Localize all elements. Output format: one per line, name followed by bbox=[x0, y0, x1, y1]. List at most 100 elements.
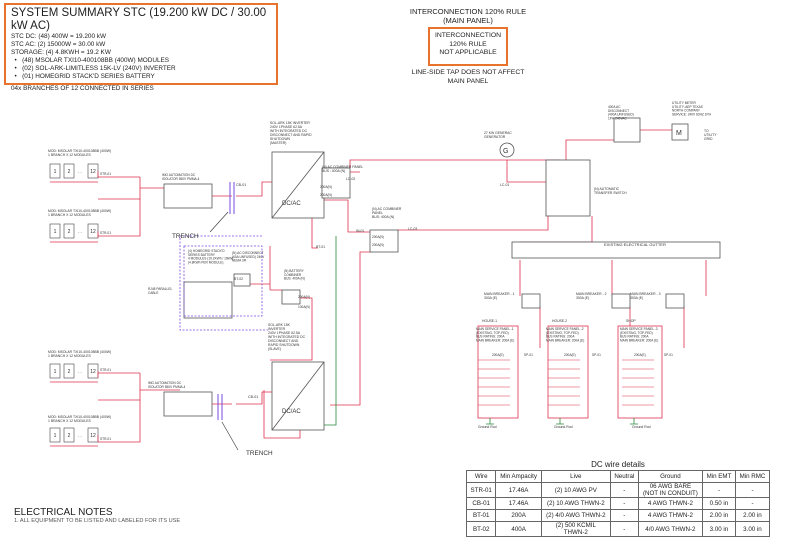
lc-02-label: LC-02 bbox=[346, 177, 355, 181]
generator-glyph: G bbox=[503, 148, 508, 155]
pv-module bbox=[63, 427, 75, 443]
pv-module-number: 1 bbox=[54, 169, 57, 175]
str-01-label-4: STR-01 bbox=[100, 437, 111, 441]
wire-table-cell: - bbox=[734, 497, 771, 510]
panel-2-amp: 200A(E) bbox=[564, 353, 576, 357]
dc-isolator-2 bbox=[163, 391, 213, 417]
panel-breakers-2 bbox=[548, 359, 580, 425]
pv-string-return bbox=[50, 371, 99, 383]
pv-module-number: 2 bbox=[68, 169, 71, 175]
ac-disconnect-box bbox=[233, 273, 251, 287]
str-01-label-2: STR-01 bbox=[100, 231, 111, 235]
main-service-panel-2 bbox=[547, 325, 589, 419]
amp-200-label-c: 200A(N) bbox=[320, 193, 332, 197]
pv-module-number: 1 bbox=[54, 433, 57, 439]
summary-bullet-text: (02) SOL-ARK-LIMITLESS 15K-LV (240V) INV… bbox=[22, 65, 176, 72]
panel-3-amp: 200A(E) bbox=[634, 353, 646, 357]
pv-module-number: 2 bbox=[68, 369, 71, 375]
pv-module-number: 2 bbox=[68, 229, 71, 235]
pv-module bbox=[63, 223, 75, 239]
trench-1-leader bbox=[209, 211, 229, 233]
ground-rod-symbol bbox=[556, 418, 564, 425]
wire-table-cell: (2) 10 AWG THWN-2 bbox=[540, 497, 611, 510]
main-service-panel-1 bbox=[477, 325, 519, 419]
wire-table-cell: 17.46A bbox=[495, 482, 542, 498]
ats-to-gutter bbox=[520, 216, 593, 243]
bt-02-label: BT-02 bbox=[234, 277, 243, 281]
pv-module bbox=[49, 163, 61, 179]
meter-glyph: M bbox=[676, 130, 682, 137]
array-4-label: MOD: MSOLAR TXI10-400108BB (400W)1 BRANC… bbox=[48, 415, 111, 423]
main-breaker-3-box bbox=[665, 293, 685, 309]
array-3-label: MOD: MSOLAR TXI10-400108BB (400W)1 BRANC… bbox=[48, 350, 111, 358]
trench-marker-2 bbox=[217, 394, 223, 420]
wire-table-cell: BT-01 bbox=[465, 509, 497, 522]
ac-combiner-panel-2 bbox=[369, 229, 399, 253]
summary-bullet: • (48) MSOLAR TXI10-400108BB (400W) MODU… bbox=[11, 57, 170, 64]
str-01-label-1: STR-01 bbox=[100, 172, 111, 176]
in-01-label: IN-01 bbox=[356, 229, 364, 233]
pv-module bbox=[63, 163, 75, 179]
pv-module-number: 1 bbox=[54, 369, 57, 375]
wire-table-title: DC wire details bbox=[591, 460, 645, 469]
wire-table-cell: 17.46A bbox=[495, 497, 542, 510]
amp-200-label-b: 200A(N) bbox=[320, 185, 332, 189]
utility-meter-box bbox=[671, 123, 689, 141]
pv-module-dots: - - bbox=[78, 169, 82, 174]
ground-rod-label-1: Ground Rod bbox=[478, 425, 497, 429]
panel-3-label: MAIN SERVICE PANEL -3(EXISTING, TOP-FED)… bbox=[620, 327, 658, 342]
pv-module-dots: - - bbox=[78, 433, 82, 438]
ground-rod-symbol bbox=[486, 418, 494, 425]
summary-bullet: • (01) HOMEGRID STACK'D SERIES BATTERY bbox=[11, 73, 155, 80]
pv-string-return bbox=[50, 435, 99, 447]
wire-table-header-cell: Neutral bbox=[609, 470, 639, 483]
dc-wire-array-2 bbox=[98, 199, 141, 237]
amp-200-label-a: 200A(N) bbox=[298, 295, 310, 299]
interconnection-title: INTERCONNECTION 120% RULE(MAIN PANEL) bbox=[409, 7, 527, 25]
pv-module-number: 12 bbox=[90, 229, 96, 235]
wire-table-cell: 4/0 AWG THWN-2 bbox=[637, 521, 704, 537]
wire-table-cell: (2) 10 AWG PV bbox=[540, 482, 611, 498]
amp-200-label-d: 200A(N) bbox=[372, 235, 384, 239]
generator-symbol bbox=[499, 142, 515, 158]
battery-stack bbox=[183, 281, 233, 319]
wire-table-cell: 4 AWG THWN-2 bbox=[637, 497, 704, 510]
inverter-master-dcac: DC/AC bbox=[282, 201, 301, 207]
summary-line: STC DC: (48) 400W = 19.200 kW bbox=[11, 33, 107, 40]
inverter-slave-diagonal bbox=[271, 361, 325, 431]
cb-01-label-1: CB-01 bbox=[236, 183, 246, 187]
lc03-wire bbox=[397, 185, 560, 231]
pv-module bbox=[49, 223, 61, 239]
pv-module-number: 12 bbox=[90, 369, 96, 375]
wire-table-cell: - bbox=[609, 497, 639, 510]
pv-module bbox=[49, 427, 61, 443]
wire-table-cell: 3.00 in bbox=[702, 521, 736, 537]
wire-table-cell: 400A bbox=[495, 521, 542, 537]
lc-03-label: LC-03 bbox=[408, 227, 417, 231]
electrical-gutter bbox=[511, 241, 721, 259]
wire-table-cell: - bbox=[609, 509, 639, 522]
trench-marker-1 bbox=[229, 182, 235, 214]
pv-module-dots: - - bbox=[78, 369, 82, 374]
pv-module-number: 2 bbox=[68, 433, 71, 439]
wire-table-cell: BT-02 bbox=[465, 521, 497, 537]
amp-200-label-e: 200A(N) bbox=[372, 243, 384, 247]
wire-table-cell: 3.00 in bbox=[734, 521, 771, 537]
panel-breakers-3 bbox=[622, 359, 654, 425]
slave-lower-wire bbox=[263, 390, 301, 439]
